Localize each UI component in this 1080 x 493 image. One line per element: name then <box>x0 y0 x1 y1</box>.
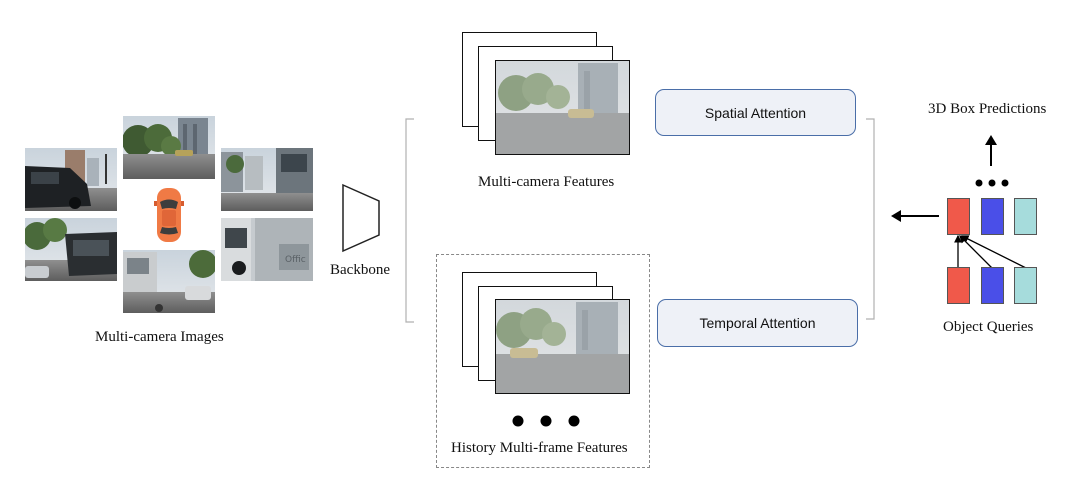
left-bracket <box>405 118 414 323</box>
svg-text:Offic: Offic <box>285 255 306 265</box>
arrow-left-icon <box>891 210 939 222</box>
arrow-up-icon <box>985 135 997 166</box>
query-input-blue <box>981 267 1004 304</box>
temporal-attention-box: Temporal Attention <box>657 299 858 347</box>
camera-back-right-image: Offic <box>221 218 313 281</box>
query-output-red <box>947 198 970 235</box>
multi-camera-images-label: Multi-camera Images <box>95 329 224 345</box>
history-features-label: History Multi-frame Features <box>451 440 628 456</box>
query-input-cyan <box>1014 267 1037 304</box>
car-top-view-icon <box>154 187 184 243</box>
right-bracket <box>866 118 875 320</box>
camera-front-left-image <box>25 148 117 211</box>
camera-front-right-image <box>221 148 313 211</box>
object-queries-label: Object Queries <box>943 319 1034 335</box>
camera-back-image <box>123 250 215 313</box>
query-output-blue <box>981 198 1004 235</box>
feature-frame-front <box>495 60 630 155</box>
query-connection-arrows <box>954 234 1027 269</box>
multi-camera-features-label: Multi-camera Features <box>478 174 615 190</box>
box-predictions-label: 3D Box Predictions <box>928 101 1047 117</box>
camera-front-image <box>123 116 215 179</box>
backbone-label: Backbone <box>330 262 390 278</box>
query-output-cyan <box>1014 198 1037 235</box>
query-ellipsis-icon <box>975 179 1009 187</box>
query-input-red <box>947 267 970 304</box>
ellipsis-dots-icon <box>512 415 580 427</box>
history-frame-front <box>495 299 630 394</box>
spatial-attention-box: Spatial Attention <box>655 89 856 136</box>
history-features-box <box>436 254 650 468</box>
backbone-trapezoid <box>341 183 381 253</box>
camera-back-left-image <box>25 218 117 281</box>
